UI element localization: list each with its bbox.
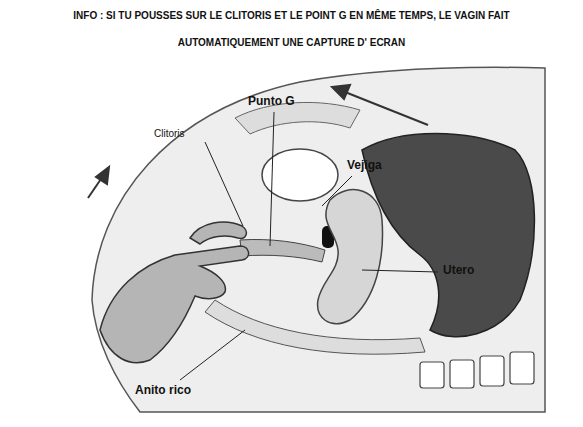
part-label: Utero <box>441 263 476 277</box>
thumb <box>190 222 246 244</box>
leader-lines <box>180 112 438 380</box>
meme-caption: INFO : SI TU POUSSES SUR LE CLITORIS ET … <box>70 2 513 56</box>
part-label: Punto G <box>246 94 297 108</box>
bladder <box>262 149 338 201</box>
rectum <box>362 134 534 337</box>
hand <box>100 246 249 363</box>
part-label: Vejiga <box>345 158 384 172</box>
part-label: Anito rico <box>133 383 193 397</box>
spine <box>420 352 534 388</box>
arrows <box>88 85 428 198</box>
body-outline <box>92 67 545 412</box>
canal <box>240 239 325 262</box>
uterus <box>318 190 383 324</box>
part-label: Clitoris <box>152 128 187 139</box>
lower-tissue <box>205 300 425 354</box>
